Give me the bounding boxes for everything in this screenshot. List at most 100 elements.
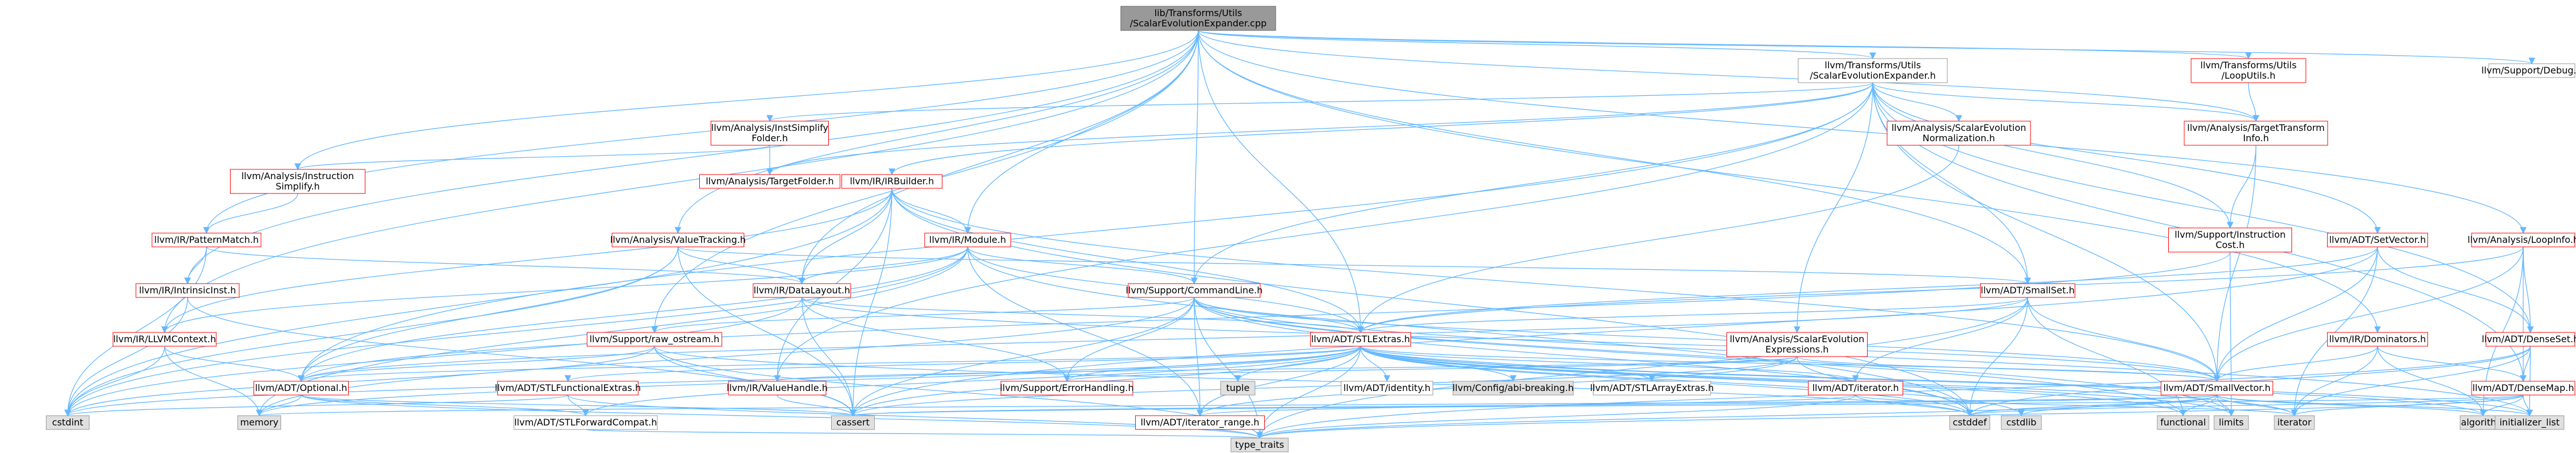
node-setvector[interactable]: llvm/ADT/SetVector.h — [2327, 233, 2428, 247]
node-box-initializer_list — [2495, 415, 2565, 430]
node-tuple[interactable]: tuple — [1220, 381, 1256, 396]
edge-intrinsicinst-to-cassert — [187, 297, 856, 417]
node-box-irmodule — [924, 233, 1011, 247]
node-label-instsimplify_folder: llvm/Analysis/InstSimplify — [711, 122, 828, 133]
node-abibreaking[interactable]: llvm/Config/abi-breaking.h — [1452, 381, 1574, 396]
node-irmodule[interactable]: llvm/IR/Module.h — [924, 233, 1011, 247]
edge-datalayout-to-cassert — [801, 297, 856, 417]
node-llvmcontext[interactable]: llvm/IR/LLVMContext.h — [112, 332, 217, 347]
node-debug[interactable]: llvm/Support/Debug.h — [2481, 63, 2576, 78]
node-stlfunctionalextras[interactable]: llvm/ADT/STLFunctionalExtras.h — [495, 381, 641, 396]
node-box-setvector — [2327, 233, 2428, 247]
edge-sev_exprs-to-errorhandling — [1063, 356, 1798, 382]
edge-root-to-smallset — [1198, 30, 2031, 285]
node-identity[interactable]: llvm/ADT/identity.h — [1340, 381, 1433, 396]
node-label-instcost: llvm/Support/Instruction — [2174, 229, 2286, 240]
node-cstdlib[interactable]: cstdlib — [2001, 415, 2042, 430]
node-iterator_range[interactable]: llvm/ADT/iterator_range.h — [1135, 415, 1265, 430]
node-box-cstdlib — [2001, 415, 2042, 430]
node-label-smallvector: llvm/ADT/SmallVector.h — [2164, 382, 2271, 393]
node-label-stlextras: llvm/ADT/STLExtras.h — [1311, 334, 1410, 344]
node-errorhandling[interactable]: llvm/Support/ErrorHandling.h — [1000, 381, 1134, 396]
node-label-cstdlib: cstdlib — [2006, 417, 2037, 428]
node-box-valuehandle — [728, 381, 827, 396]
node-limits[interactable]: limits — [2213, 415, 2249, 430]
node-root[interactable]: lib/Transforms/Utils/ScalarEvolutionExpa… — [1120, 6, 1276, 31]
node-smallvector[interactable]: llvm/ADT/SmallVector.h — [2161, 381, 2273, 396]
node-valuehandle[interactable]: llvm/IR/ValueHandle.h — [727, 381, 828, 396]
node-intrinsicinst[interactable]: llvm/IR/IntrinsicInst.h — [135, 283, 240, 298]
node-optional[interactable]: llvm/ADT/Optional.h — [254, 381, 349, 396]
edge-densemap-to-type_traits — [1256, 394, 2524, 439]
edge-sev_exprs-to-cassert — [849, 356, 1798, 417]
node-commandline[interactable]: llvm/Support/CommandLine.h — [1126, 283, 1263, 298]
edge-irmodule-to-cstdint — [64, 246, 968, 417]
edge-smallset-to-smallvector — [2027, 297, 2220, 382]
edge-sev_exp_h-to-setvector — [1872, 82, 2381, 234]
edge-root-to-looputils — [1198, 30, 2252, 60]
node-label-sev_exp_h: llvm/Transforms/Utils — [1825, 60, 1921, 71]
edge-patternmatch-to-cstdint — [64, 246, 207, 417]
node-sev_norm[interactable]: llvm/Analysis/ScalarEvolutionNormalizati… — [1887, 121, 2031, 146]
node-sev_exprs[interactable]: llvm/Analysis/ScalarEvolutionExpressions… — [1727, 332, 1868, 357]
edge-dominators-to-algorithm — [2377, 346, 2487, 417]
edge-valuetracking-to-cstdint — [64, 246, 679, 417]
edge-irbuilder-to-stlextras — [891, 188, 1364, 334]
node-box-irbuilder — [841, 174, 942, 189]
node-denseset[interactable]: llvm/ADT/DenseSet.h — [2482, 332, 2576, 347]
node-targetfolder[interactable]: llvm/Analysis/TargetFolder.h — [699, 174, 840, 189]
node-stlarrayextras[interactable]: llvm/ADT/STLArrayExtras.h — [1590, 381, 1714, 396]
node-label-irmodule: llvm/IR/Module.h — [929, 234, 1006, 245]
node-box-root — [1120, 6, 1276, 31]
edge-sev_exp_h-to-commandline — [1191, 82, 1873, 285]
node-smallset[interactable]: llvm/ADT/SmallSet.h — [1980, 283, 2075, 298]
node-label-identity: llvm/ADT/identity.h — [1343, 382, 1431, 393]
node-label-instcost: Cost.h — [2216, 239, 2245, 250]
edge-sev_exp_h-to-tti — [1872, 82, 2259, 122]
node-sev_exp_h[interactable]: llvm/Transforms/Utils/ScalarEvolutionExp… — [1798, 58, 1948, 83]
node-stlforwardcompat[interactable]: llvm/ADT/STLForwardCompat.h — [513, 415, 658, 430]
node-cassert[interactable]: cassert — [831, 415, 875, 430]
edge-dominators-to-smallvector — [2213, 346, 2378, 382]
edge-sev_exp_h-to-instsimplify_folder — [766, 82, 1873, 122]
edge-llvmcontext-to-memory — [164, 346, 263, 417]
edge-smallset-to-type_traits — [1256, 297, 2028, 439]
node-densemap[interactable]: llvm/ADT/DenseMap.h — [2471, 381, 2575, 396]
node-functional[interactable]: functional — [2157, 415, 2209, 430]
node-box-stlextras — [1310, 332, 1411, 347]
edge-commandline-to-cassert — [849, 297, 1195, 417]
node-cstdint[interactable]: cstdint — [46, 415, 89, 430]
edge-iterator-to-iterator_std — [1855, 394, 2298, 417]
node-looputils[interactable]: llvm/Transforms/Utils/LoopUtils.h — [2191, 58, 2306, 83]
edge-root-to-debug — [1198, 30, 2535, 65]
node-type_traits[interactable]: type_traits — [1230, 437, 1289, 452]
node-label-irbuilder: llvm/IR/IRBuilder.h — [850, 176, 934, 187]
node-iterator[interactable]: llvm/ADT/iterator.h — [1808, 381, 1903, 396]
node-box-abibreaking — [1452, 381, 1574, 396]
node-label-sev_norm: llvm/Analysis/ScalarEvolution — [1892, 122, 2026, 133]
node-loopinfo[interactable]: llvm/Analysis/LoopInfo.h — [2468, 233, 2576, 247]
node-iterator_std[interactable]: iterator — [2274, 415, 2315, 430]
edge-densemap-to-initializer_list — [2523, 394, 2533, 417]
node-dominators[interactable]: llvm/IR/Dominators.h — [2327, 332, 2428, 347]
node-rawostream[interactable]: llvm/Support/raw_ostream.h — [587, 332, 722, 347]
node-box-sev_exprs — [1727, 332, 1868, 357]
node-datalayout[interactable]: llvm/IR/DataLayout.h — [753, 283, 851, 298]
node-label-cstdint: cstdint — [52, 417, 83, 428]
node-memory[interactable]: memory — [237, 415, 281, 430]
node-cstddef[interactable]: cstddef — [1949, 415, 1990, 430]
node-patternmatch[interactable]: llvm/IR/PatternMatch.h — [151, 233, 262, 247]
node-irbuilder[interactable]: llvm/IR/IRBuilder.h — [841, 174, 942, 189]
node-label-sev_exp_h: /ScalarEvolutionExpander.h — [1810, 70, 1936, 81]
node-initializer_list[interactable]: initializer_list — [2495, 415, 2565, 430]
node-label-iterator_range: llvm/ADT/iterator_range.h — [1140, 417, 1259, 428]
node-valuetracking[interactable]: llvm/Analysis/ValueTracking.h — [610, 233, 746, 247]
node-stlextras[interactable]: llvm/ADT/STLExtras.h — [1310, 332, 1411, 347]
edge-sev_norm-to-stlextras — [1357, 145, 1959, 334]
node-box-stlfunctionalextras — [497, 381, 638, 396]
node-box-type_traits — [1230, 437, 1289, 452]
